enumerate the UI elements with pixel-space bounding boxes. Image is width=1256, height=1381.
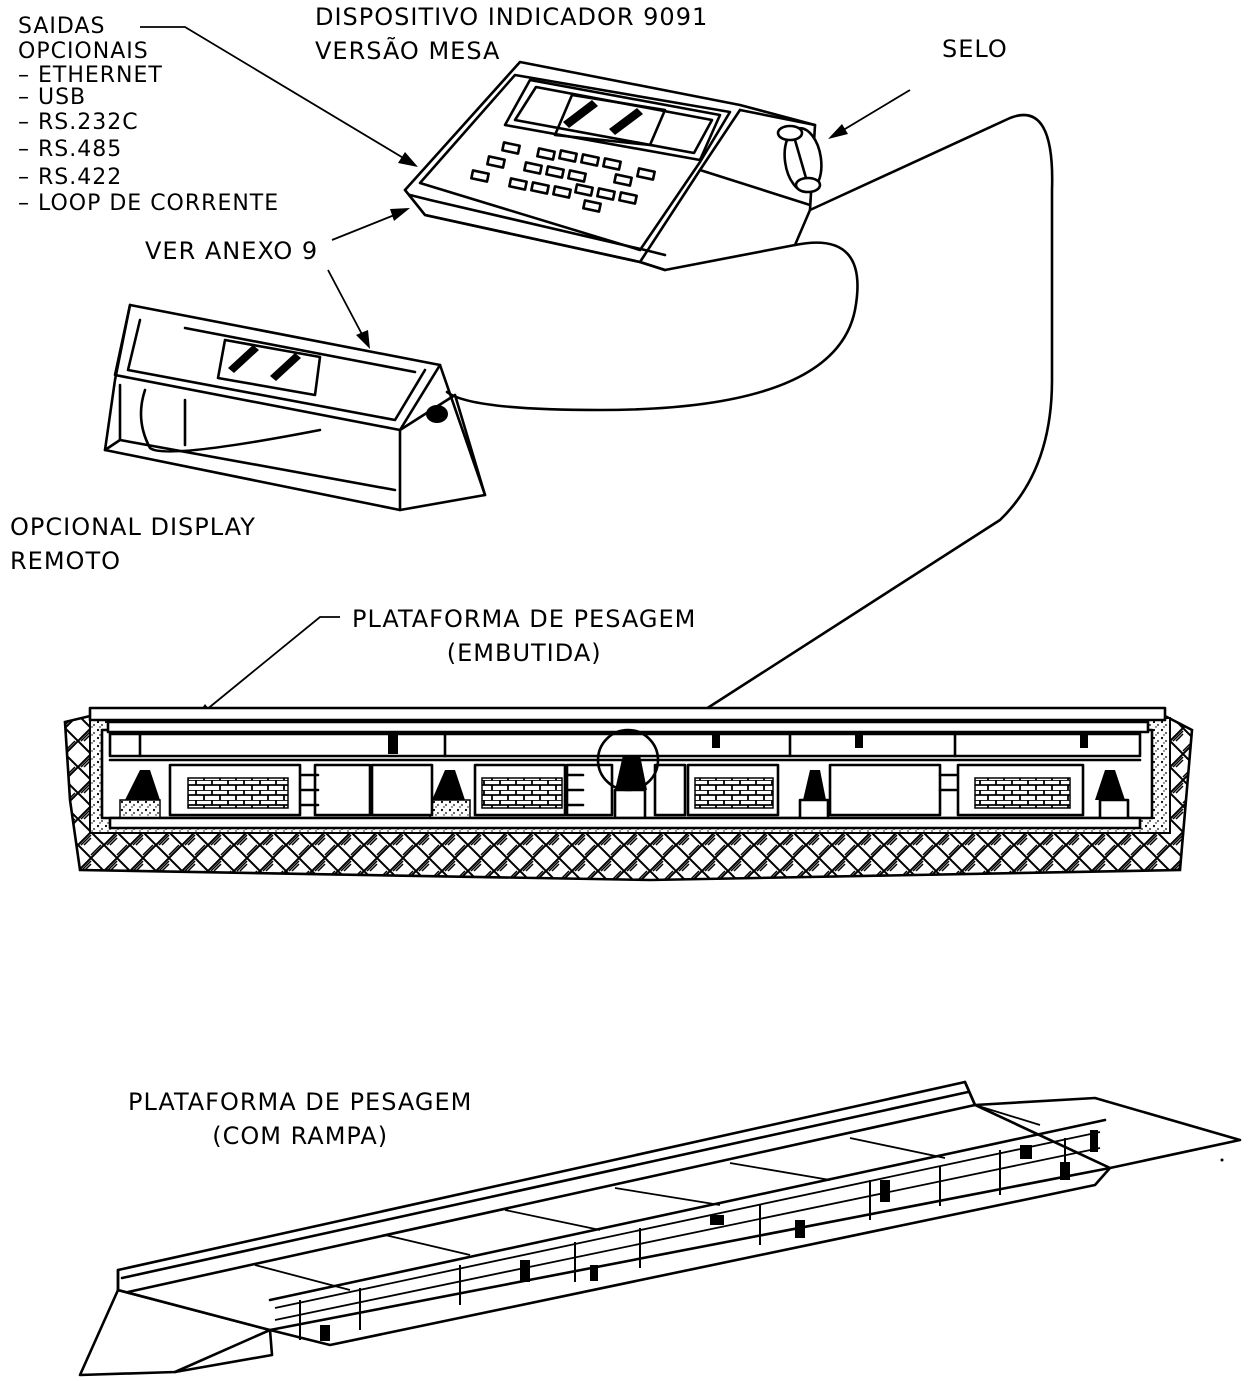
saidas-opcionais-title: SAIDAS OPCIONAIS [18, 14, 149, 64]
remote-display [103, 303, 487, 512]
ver-anexo-label: VER ANEXO 9 [145, 237, 319, 265]
saidas-item-loop-corrente: – LOOP DE CORRENTE [18, 191, 280, 216]
plataforma-embutida-label: PLATAFORMA DE PESAGEM (EMBUTIDA) [352, 605, 697, 667]
cable-platform [648, 113, 1054, 747]
keypad [470, 141, 656, 213]
indicador-label: DISPOSITIVO INDICADOR 9091 VERSÃO MESA [315, 3, 709, 65]
selo-label: SELO [942, 35, 1008, 63]
cable-display-indicator [445, 241, 859, 412]
display-remoto-label: OPCIONAL DISPLAY REMOTO [10, 513, 256, 575]
saidas-item-rs485: – RS.485 [18, 137, 123, 162]
seal [776, 124, 823, 194]
saidas-item-rs422: – RS.422 [18, 165, 123, 190]
ramp-platform [78, 1080, 1242, 1377]
saidas-item-rs232c: – RS.232C [18, 110, 139, 135]
indicator-device-9091 [403, 60, 823, 272]
embedded-platform-section [63, 706, 1194, 882]
plataforma-rampa-label: PLATAFORMA DE PESAGEM (COM RAMPA) [128, 1088, 473, 1150]
saidas-item-usb: – USB [18, 85, 87, 110]
saidas-item-ethernet: – ETHERNET [18, 63, 163, 88]
